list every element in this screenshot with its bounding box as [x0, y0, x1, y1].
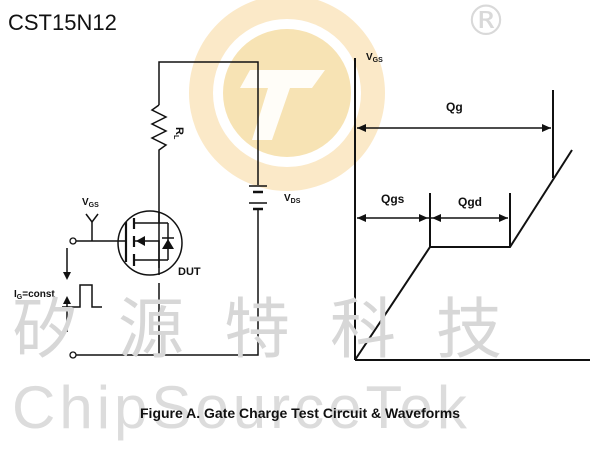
- ground-terminal: [69, 351, 77, 359]
- gate-terminal: [69, 237, 77, 245]
- dut-label: DUT: [178, 266, 201, 278]
- qgd-arrow-right: [499, 214, 508, 222]
- vgs-probe-label: VGS: [82, 197, 99, 209]
- watermark-cn: 矽源特科技: [12, 291, 542, 368]
- vds-label: VDS: [284, 193, 301, 205]
- body-diode: [162, 239, 174, 249]
- qgs-label: Qgs: [381, 192, 405, 206]
- vgs-curve: [354, 149, 573, 361]
- wire-top-rail: [158, 61, 259, 185]
- ig-arrow-down: [63, 272, 71, 280]
- qg-label: Qg: [446, 100, 463, 114]
- vgs-probe-tip: [85, 213, 99, 224]
- load-resistor: [150, 104, 168, 155]
- ig-arrow-up: [63, 296, 71, 304]
- figure-caption: Figure A. Gate Charge Test Circuit & Wav…: [140, 405, 460, 421]
- registered-mark: ®: [465, 0, 507, 45]
- qgs-arrow-left: [357, 214, 366, 222]
- qg-arrow-right: [542, 124, 551, 132]
- y-axis-label: VGS: [366, 52, 383, 64]
- ig-pulse-waveform: [62, 284, 102, 308]
- rl-label: RL: [172, 127, 185, 140]
- mosfet-arrow: [136, 236, 145, 246]
- qg-arrow-left: [357, 124, 366, 132]
- test-circuit: RL VDS: [14, 61, 301, 359]
- part-number: CST15N12: [8, 10, 117, 35]
- watermark-logo: [189, 0, 385, 191]
- wire-bottom-rail: [75, 215, 259, 356]
- logo-t-glyph: [240, 70, 325, 140]
- gate-charge-waveform: VGS Qg Qgs Qgd: [354, 52, 590, 361]
- mosfet-body-circle: [117, 210, 183, 276]
- vds-battery: [249, 185, 267, 215]
- watermark-en: ChipSourceTek: [12, 374, 471, 441]
- ig-label: IG=const: [14, 289, 55, 301]
- qgd-label: Qgd: [458, 195, 482, 209]
- qgd-arrow-left: [432, 214, 441, 222]
- qgs-arrow-right: [419, 214, 428, 222]
